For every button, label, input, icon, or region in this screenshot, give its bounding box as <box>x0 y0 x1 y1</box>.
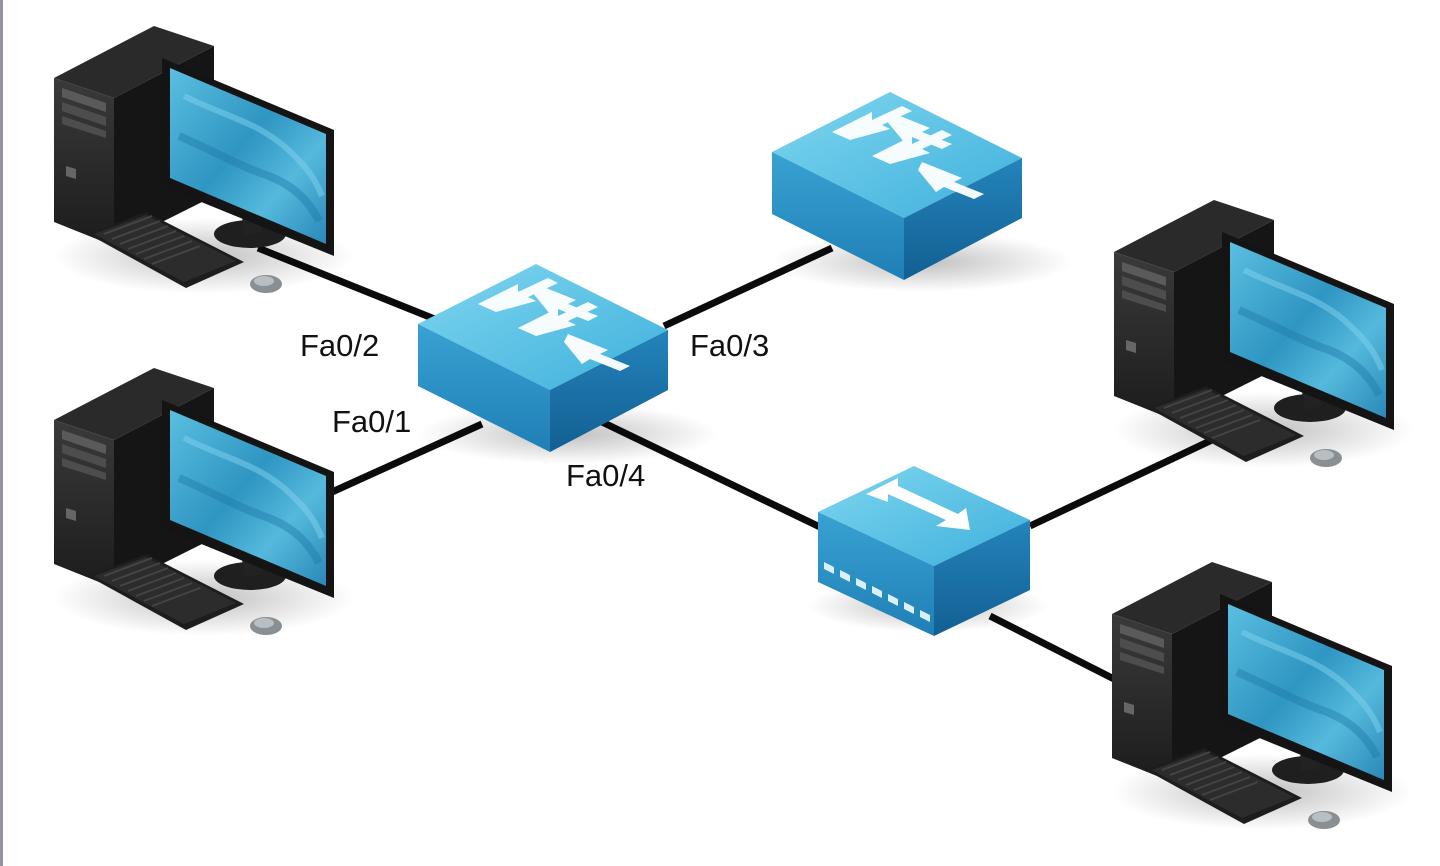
computer-icon-right-upper <box>1114 200 1414 468</box>
computer-icon-right-lower <box>1112 562 1412 830</box>
computer-icon-top-left <box>54 26 354 294</box>
cable-hub-pc-lower <box>988 612 1118 684</box>
port-label-fa0-4: Fa0/4 <box>566 458 646 493</box>
left-border <box>0 0 3 866</box>
computer-icon-bottom-left <box>54 368 354 636</box>
port-label-fa0-2: Fa0/2 <box>300 328 380 363</box>
switch-icon-top-right <box>772 92 1072 292</box>
cable-links <box>256 244 1214 684</box>
port-label-fa0-1: Fa0/1 <box>332 404 412 439</box>
port-label-fa0-3: Fa0/3 <box>690 328 770 363</box>
hub-icon <box>808 466 1048 636</box>
switch-icon-central <box>418 264 718 464</box>
